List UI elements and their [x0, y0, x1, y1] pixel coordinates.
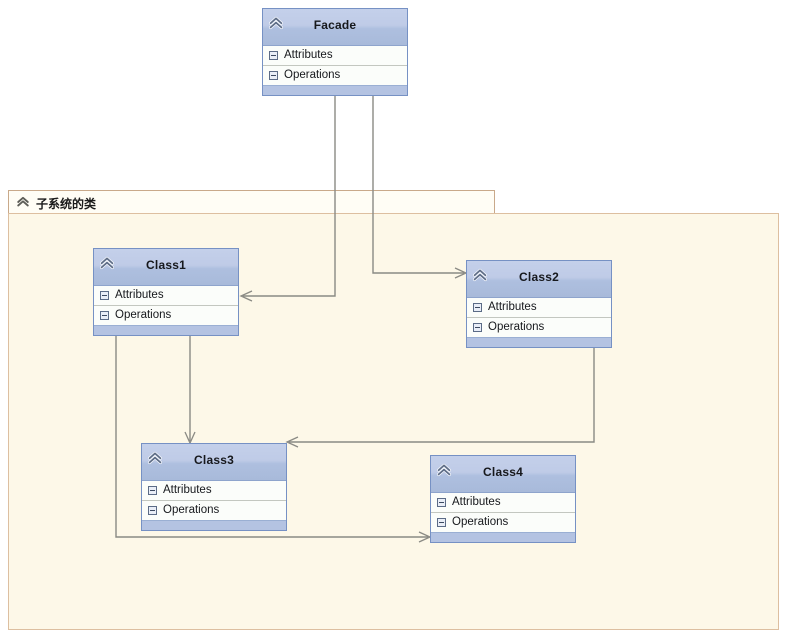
class-name-label: Class2: [519, 270, 559, 284]
class-footer-strip: [467, 338, 611, 347]
compartment-label: Operations: [488, 320, 545, 333]
package-chevron-icon: [16, 195, 30, 209]
package-label: 子系统的类: [36, 197, 97, 211]
collapse-minus-icon[interactable]: [100, 291, 109, 300]
class-header-class1[interactable]: Class1: [94, 249, 238, 286]
compartment-label: Operations: [452, 515, 509, 528]
class-header-class2[interactable]: Class2: [467, 261, 611, 298]
class-name-label: Class4: [483, 465, 523, 479]
collapse-minus-icon[interactable]: [473, 323, 482, 332]
class-name-label: Facade: [313, 18, 357, 32]
class-compartment-operations[interactable]: Operations: [94, 306, 238, 326]
collapse-minus-icon[interactable]: [148, 506, 157, 515]
class-compartment-attributes[interactable]: Attributes: [467, 298, 611, 318]
class-chevron-icon: [472, 267, 488, 283]
class-compartment-attributes[interactable]: Attributes: [263, 46, 407, 66]
class-header-class4[interactable]: Class4: [431, 456, 575, 493]
class-compartment-attributes[interactable]: Attributes: [142, 481, 286, 501]
class-header-class3[interactable]: Class3: [142, 444, 286, 481]
class-chevron-icon: [147, 450, 163, 466]
class-footer-strip: [263, 86, 407, 95]
collapse-minus-icon[interactable]: [148, 486, 157, 495]
collapse-minus-icon[interactable]: [473, 303, 482, 312]
compartment-label: Attributes: [284, 48, 333, 61]
class-compartment-operations[interactable]: Operations: [142, 501, 286, 521]
class-header-facade[interactable]: Facade: [263, 9, 407, 46]
collapse-minus-icon[interactable]: [437, 498, 446, 507]
compartment-label: Attributes: [115, 288, 164, 301]
class-chevron-icon: [436, 462, 452, 478]
compartment-label: Attributes: [488, 300, 537, 313]
compartment-label: Operations: [284, 68, 341, 81]
compartment-label: Attributes: [163, 483, 212, 496]
collapse-minus-icon[interactable]: [269, 51, 278, 60]
class-footer-strip: [431, 533, 575, 542]
collapse-minus-icon[interactable]: [437, 518, 446, 527]
class-compartment-attributes[interactable]: Attributes: [94, 286, 238, 306]
compartment-label: Attributes: [452, 495, 501, 508]
class-footer-strip: [142, 521, 286, 530]
compartment-label: Operations: [115, 308, 172, 321]
class-compartment-operations[interactable]: Operations: [431, 513, 575, 533]
class-chevron-icon: [268, 15, 284, 31]
class-chevron-icon: [99, 255, 115, 271]
class-footer-strip: [94, 326, 238, 335]
class-name-label: Class3: [194, 453, 234, 467]
class-compartment-attributes[interactable]: Attributes: [431, 493, 575, 513]
class-compartment-operations[interactable]: Operations: [467, 318, 611, 338]
class-name-label: Class1: [146, 258, 186, 272]
collapse-minus-icon[interactable]: [269, 71, 278, 80]
compartment-label: Operations: [163, 503, 220, 516]
collapse-minus-icon[interactable]: [100, 311, 109, 320]
class-compartment-operations[interactable]: Operations: [263, 66, 407, 86]
